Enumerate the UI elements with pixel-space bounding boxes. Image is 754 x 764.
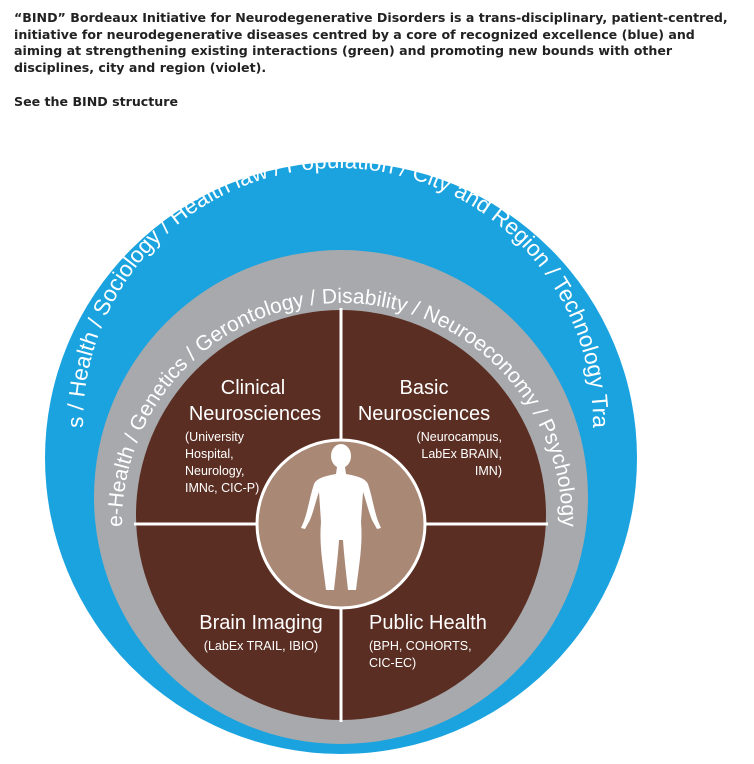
human-figure-icon <box>301 444 381 590</box>
clinical-detail-2: Hospital, <box>185 447 234 461</box>
public-health-detail-2: CIC-EC) <box>369 656 416 670</box>
public-health-title: Public Health <box>369 612 487 634</box>
imaging-title: Brain Imaging <box>199 612 322 634</box>
quadrant-brain-imaging: Brain Imaging (LabEx TRAIL, IBIO) <box>199 612 322 653</box>
clinical-title-line2: Neurosciences <box>189 403 321 425</box>
quadrant-clinical-neurosciences: Clinical Neurosciences (University Hospi… <box>185 377 321 495</box>
clinical-title-line1: Clinical <box>221 377 285 399</box>
clinical-detail-4: IMNc, CIC-P) <box>185 481 259 495</box>
bind-structure-link[interactable]: See the BIND structure <box>14 94 179 109</box>
quadrant-public-health: Public Health (BPH, COHORTS, CIC-EC) <box>369 612 487 670</box>
basic-title-line2: Neurosciences <box>358 403 490 425</box>
basic-detail-2: LabEx BRAIN, <box>421 447 502 461</box>
quadrant-basic-neurosciences: Basic Neurosciences (Neurocampus, LabEx … <box>358 377 502 478</box>
basic-detail-3: IMN) <box>475 464 502 478</box>
public-health-detail-1: (BPH, COHORTS, <box>369 639 472 653</box>
basic-detail-1: (Neurocampus, <box>417 430 502 444</box>
imaging-detail-1: (LabEx TRAIL, IBIO) <box>204 639 318 653</box>
basic-title-line1: Basic <box>400 377 449 399</box>
intro-paragraph: “BIND” Bordeaux Initiative for Neurodege… <box>14 10 728 75</box>
clinical-detail-3: Neurology, <box>185 464 245 478</box>
clinical-detail-1: (University <box>185 430 245 444</box>
